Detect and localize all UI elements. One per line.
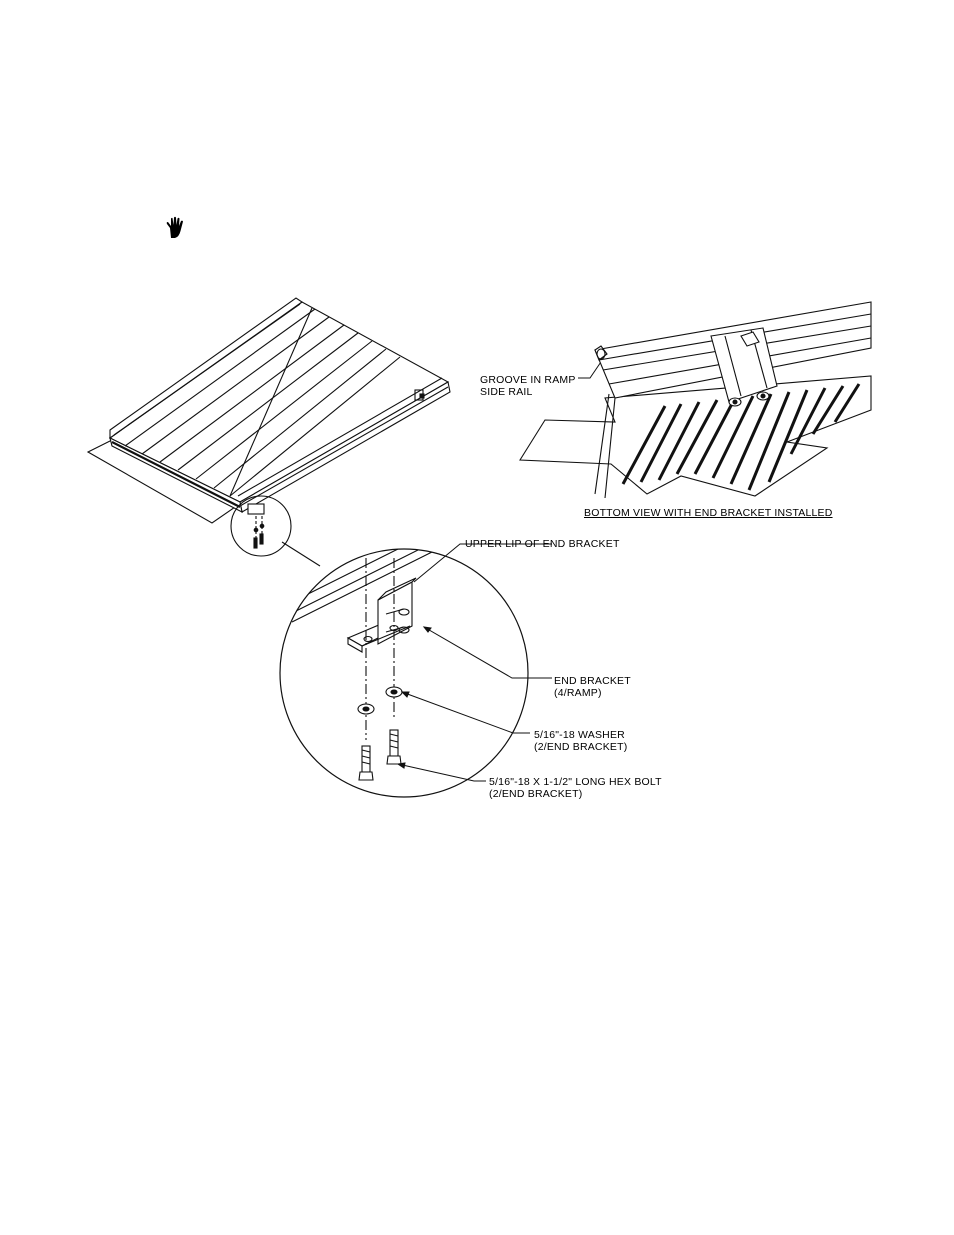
groove-label-line1: GROOVE IN RAMP	[480, 374, 576, 386]
bolt-label: 5/16"-18 X 1-1/2" LONG HEX BOLT (2/END B…	[489, 776, 662, 800]
bolt-label-line1: 5/16"-18 X 1-1/2" LONG HEX BOLT	[489, 776, 662, 788]
end-bracket-label: END BRACKET (4/RAMP)	[554, 675, 631, 699]
washer-label-line2: (2/END BRACKET)	[534, 741, 627, 753]
washer-label-line1: 5/16"-18 WASHER	[534, 729, 627, 741]
bolt-label-line2: (2/END BRACKET)	[489, 788, 662, 800]
groove-label: GROOVE IN RAMP SIDE RAIL	[480, 374, 576, 398]
washer-label: 5/16"-18 WASHER (2/END BRACKET)	[534, 729, 627, 753]
end-bracket-label-line2: (4/RAMP)	[554, 687, 631, 699]
bottom-view-caption: BOTTOM VIEW WITH END BRACKET INSTALLED	[584, 507, 833, 519]
upper-lip-label: UPPER LIP OF END BRACKET	[465, 538, 620, 550]
groove-label-line2: SIDE RAIL	[480, 386, 576, 398]
end-bracket-label-line1: END BRACKET	[554, 675, 631, 687]
bottom-view-drawing	[515, 298, 875, 503]
